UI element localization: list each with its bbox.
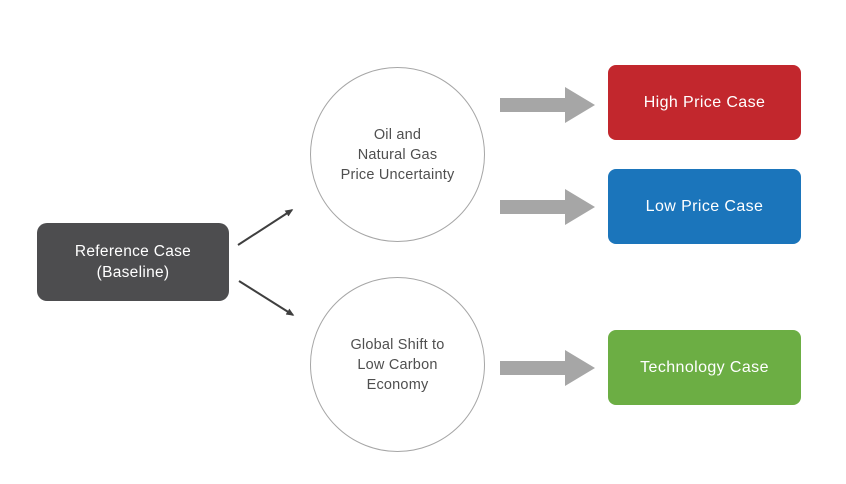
high-price-case-label: High Price Case (643, 93, 766, 111)
technology-case-box: Technology Case (608, 330, 801, 405)
low-carbon-circle: Global Shift to Low Carbon Economy (310, 277, 485, 452)
reference-case-label-line1: Reference Case (74, 243, 192, 260)
block-arrow-to-technology (500, 350, 595, 386)
block-arrow-to-low-price (500, 189, 595, 225)
block-arrow-shape (500, 350, 595, 386)
price-uncertainty-label-line1: Oil and (373, 126, 422, 143)
technology-case-label: Technology Case (640, 358, 769, 376)
low-carbon-label-line1: Global Shift to (350, 336, 445, 353)
block-arrow-shape (500, 189, 595, 225)
high-price-case-box: High Price Case (608, 65, 801, 140)
low-price-case-label: Low Price Case (645, 197, 764, 215)
connector-arrow-to-bottom-circle (238, 280, 295, 316)
price-uncertainty-label-line2: Natural Gas (357, 146, 438, 163)
reference-case-label-line2: (Baseline) (96, 264, 170, 281)
reference-case-node: Reference Case (Baseline) (37, 223, 229, 301)
block-arrow-shape (500, 87, 595, 123)
low-carbon-label-line3: Economy (366, 376, 429, 393)
connector-arrow-to-top-circle (237, 209, 294, 246)
price-uncertainty-label-line3: Price Uncertainty (340, 166, 455, 183)
block-arrow-to-high-price (500, 87, 595, 123)
low-carbon-label-line2: Low Carbon (357, 356, 438, 373)
price-uncertainty-circle: Oil and Natural Gas Price Uncertainty (310, 67, 485, 242)
low-price-case-box: Low Price Case (608, 169, 801, 244)
